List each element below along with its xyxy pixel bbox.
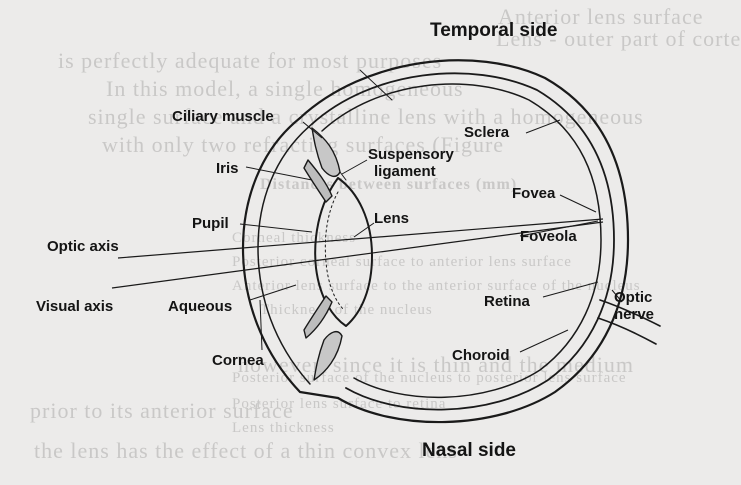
- label-foveola: Foveola: [520, 228, 577, 245]
- iris-lower: [304, 296, 332, 338]
- leader-sclera: [526, 120, 560, 133]
- label-temporal-side: Temporal side: [430, 20, 557, 41]
- leader-suspensory-ligament: [342, 160, 367, 174]
- label-fovea: Fovea: [512, 185, 555, 202]
- label-choroid: Choroid: [452, 347, 510, 364]
- ciliary-body-lower: [314, 332, 342, 380]
- label-lens: Lens: [374, 210, 409, 227]
- label-suspensory-ligament-line1: Suspensory: [368, 146, 454, 163]
- ciliary-body-upper: [312, 128, 340, 176]
- leader-cornea: [260, 300, 262, 350]
- label-suspensory-ligament: Suspensory ligament: [368, 146, 454, 180]
- label-sclera: Sclera: [464, 124, 509, 141]
- label-optic-nerve-line1: Optic: [614, 289, 654, 306]
- leader-aqueous: [250, 285, 296, 300]
- label-optic-nerve: Optic nerve: [614, 289, 654, 323]
- label-nasal-side: Nasal side: [422, 440, 516, 461]
- label-optic-axis: Optic axis: [47, 238, 119, 255]
- label-retina: Retina: [484, 293, 530, 310]
- label-visual-axis: Visual axis: [36, 298, 113, 315]
- leader-choroid: [520, 330, 568, 352]
- label-pupil: Pupil: [192, 215, 229, 232]
- leader-fovea: [560, 195, 596, 212]
- label-cornea: Cornea: [212, 352, 264, 369]
- label-suspensory-ligament-line2: ligament: [368, 163, 454, 180]
- leader-pupil: [240, 224, 312, 232]
- label-aqueous: Aqueous: [168, 298, 232, 315]
- lens-nucleus-outline: [325, 192, 344, 310]
- label-optic-nerve-line2: nerve: [614, 306, 654, 323]
- label-ciliary-muscle: Ciliary muscle: [172, 108, 274, 125]
- label-iris: Iris: [216, 160, 239, 177]
- leader-retina: [543, 282, 598, 297]
